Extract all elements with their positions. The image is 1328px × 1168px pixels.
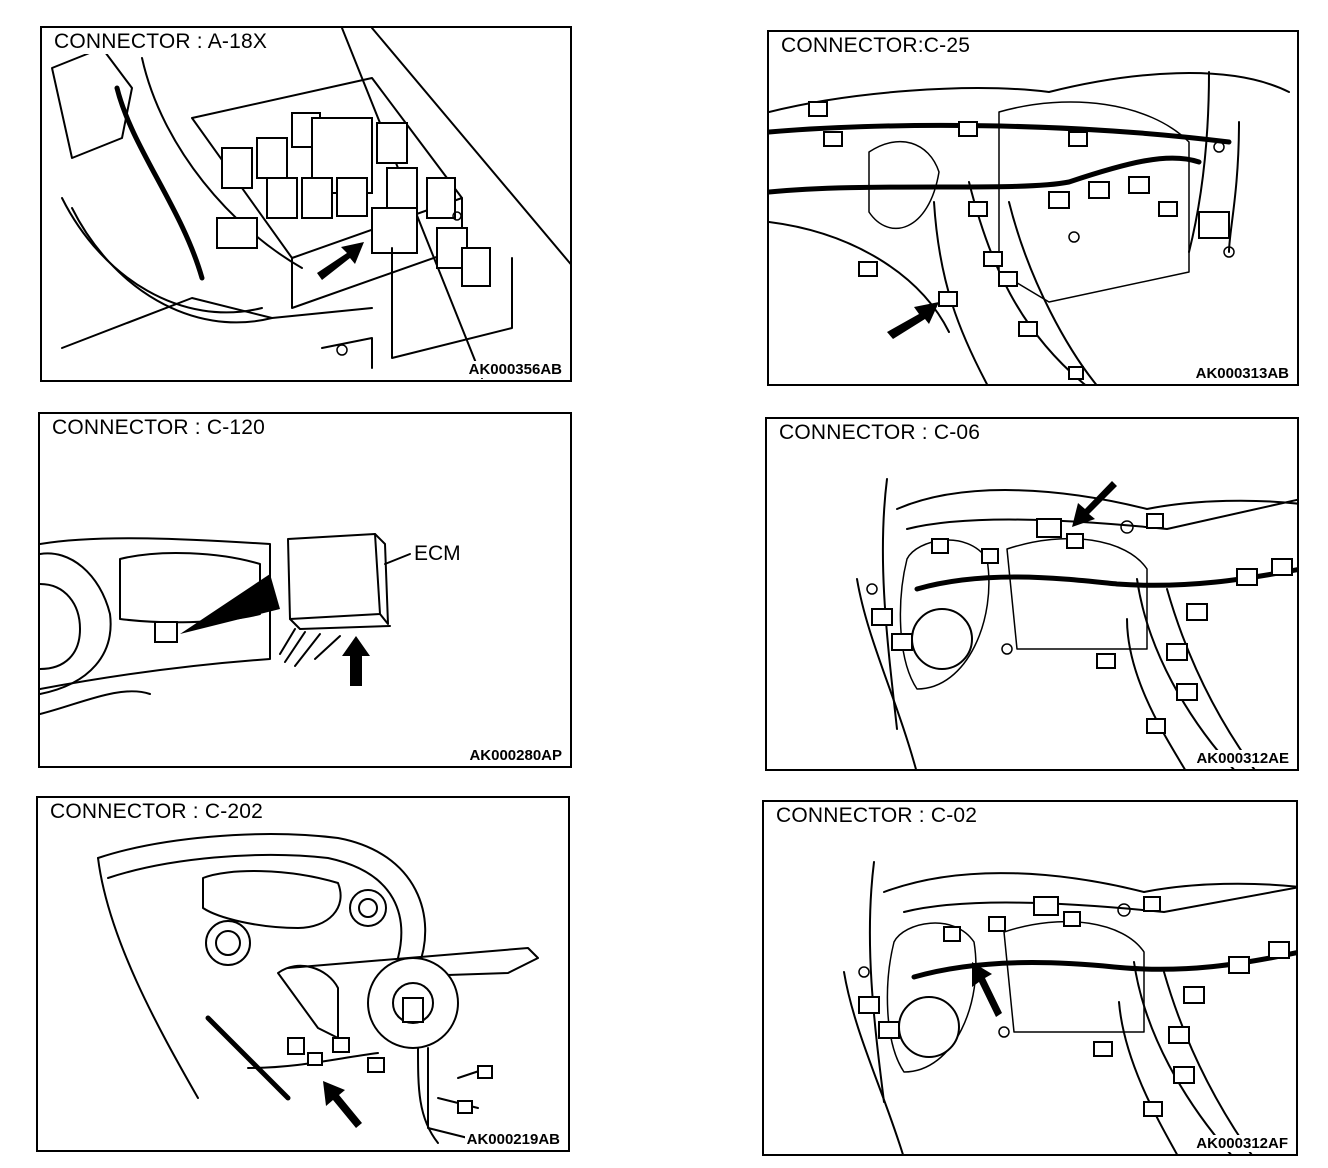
panel-title: CONNECTOR : C-02	[772, 804, 982, 828]
figure-code: AK000313AB	[1193, 365, 1291, 382]
panel-title: CONNECTOR : C-202	[46, 800, 268, 824]
figure-code: AK000219AB	[464, 1131, 562, 1148]
panel-connector-a18x: CONNECTOR : A-18X AK000356AB	[40, 26, 572, 382]
panel-connector-c120: ECM CONNECTOR : C-120 AK000280AP	[38, 412, 572, 768]
panel-title: CONNECTOR : A-18X	[50, 30, 272, 54]
panel-connector-c06: CONNECTOR : C-06 AK000312AE	[765, 417, 1299, 771]
ecm-illustration	[40, 533, 411, 715]
steering-column-illustration	[97, 833, 539, 1144]
ecm-callout-label: ECM	[414, 542, 461, 566]
figure-code: AK000356AB	[466, 361, 564, 378]
panel-connector-c02: CONNECTOR : C-02 AK000312AF	[762, 800, 1298, 1156]
panel-title: CONNECTOR:C-25	[777, 34, 975, 58]
figure-code: AK000280AP	[467, 747, 564, 764]
figure-code: AK000312AE	[1194, 750, 1291, 767]
panel-title: CONNECTOR : C-120	[48, 416, 270, 440]
dashboard-harness-illustration	[856, 478, 1297, 769]
panel-connector-c202: CONNECTOR : C-202 AK000219AB	[36, 796, 570, 1152]
relay-box-illustration	[51, 28, 570, 379]
panel-title: CONNECTOR : C-06	[775, 421, 985, 445]
dashboard-harness-illustration	[769, 71, 1290, 384]
figure-code: AK000312AF	[1194, 1135, 1290, 1152]
dashboard-harness-illustration	[843, 861, 1296, 1154]
panel-connector-c25: CONNECTOR:C-25 AK000313AB	[767, 30, 1299, 386]
